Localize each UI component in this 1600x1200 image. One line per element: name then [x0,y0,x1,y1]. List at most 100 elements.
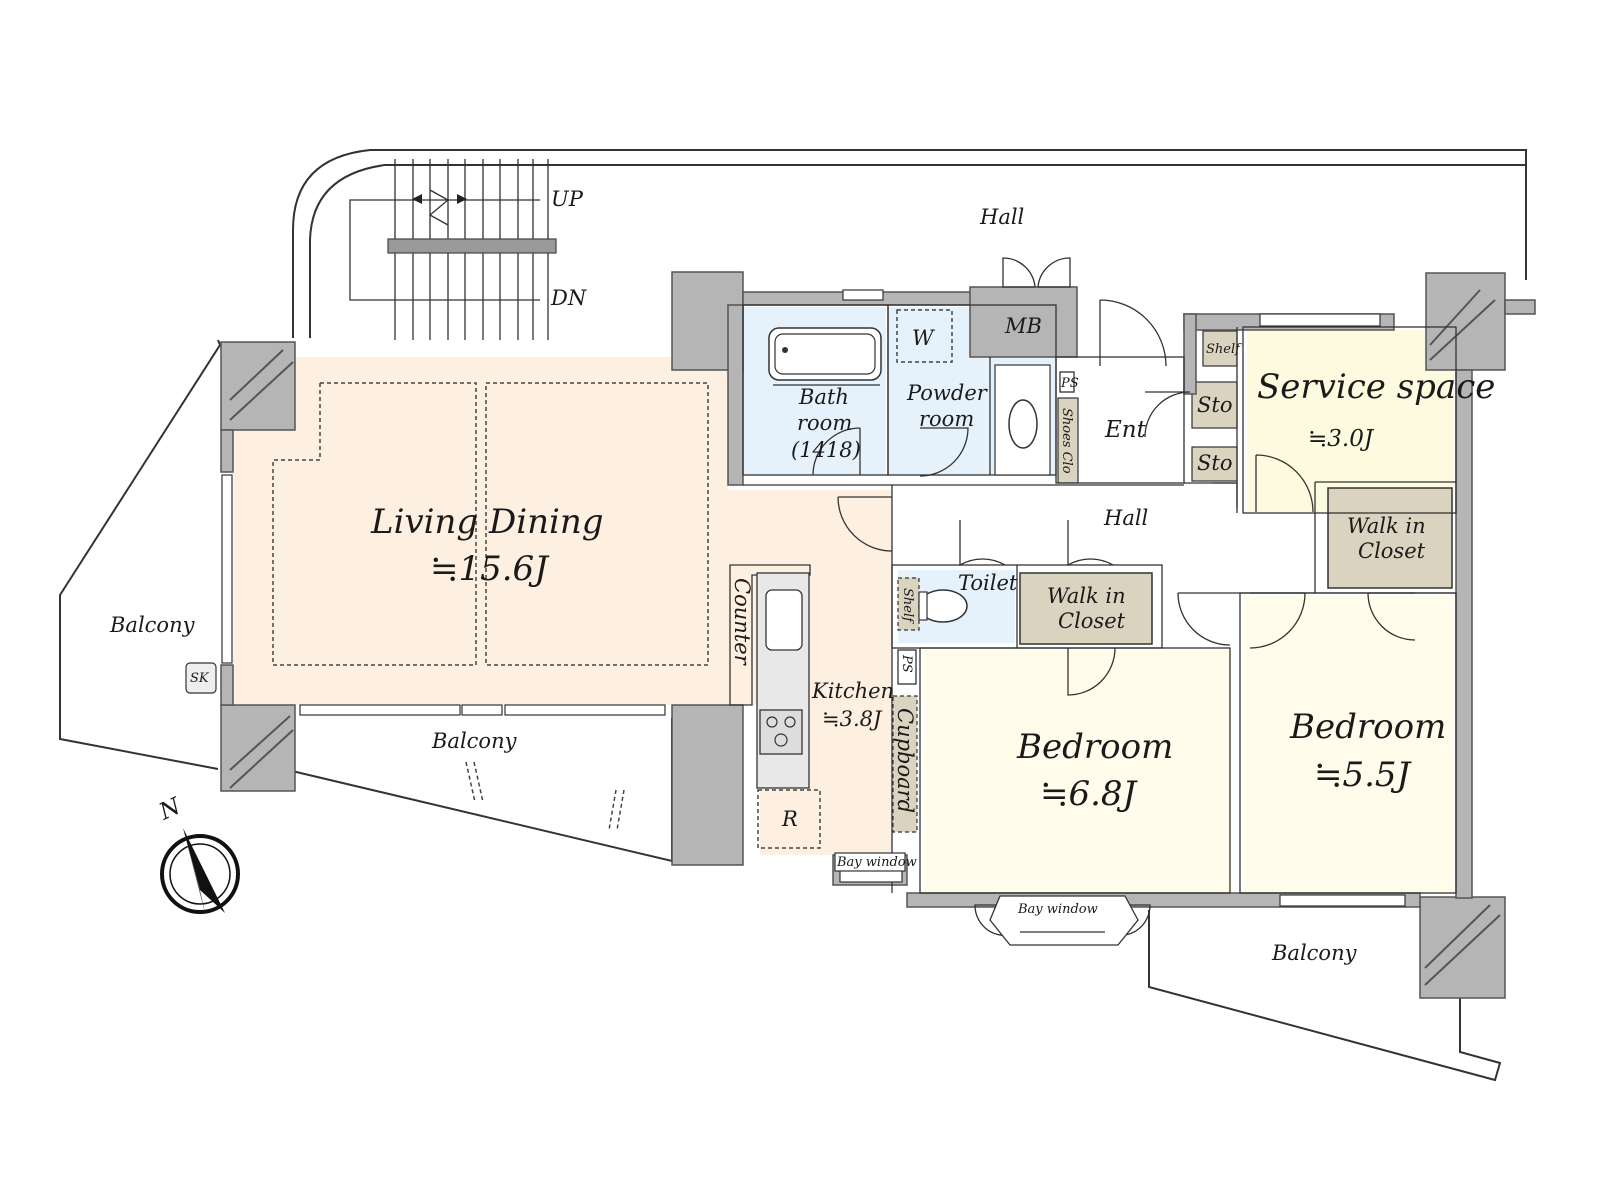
label-counter: Counter [730,578,754,667]
walk-in-closet-right[interactable] [1327,487,1453,589]
stair-arrow-down [457,194,467,204]
door-bed2-left [1249,592,1306,649]
kitchen-equipment [729,564,821,849]
balcony-drain-2 [608,789,617,831]
label-bath-2: room [797,411,852,435]
label-ps-mid: PS [899,654,914,673]
door-service [1255,454,1314,513]
label-ent: Ent [1104,417,1147,443]
toilet-shelf [897,577,920,631]
stair-break-mark [428,189,450,226]
living-furniture [272,382,709,666]
counter [729,564,811,706]
door-entrance [1099,299,1167,367]
wet-fixtures [768,309,1051,623]
doors[interactable] [812,257,1416,937]
wall-west-mid-1 [220,429,234,473]
label-powder-1: Powder [906,381,989,405]
wall-west-mid-2 [220,664,234,706]
label-toilet: Toilet [958,571,1018,595]
door-bed1-from-hall [1067,647,1116,696]
balcony-drain-2b [616,789,625,831]
label-powder-2: room [919,407,974,431]
label-wic-right-2: Closet [1358,539,1426,563]
label-sk: SK [190,671,210,686]
ps-box-mid [897,649,917,685]
door-bed1-closet [1177,592,1231,646]
east-balcony-outline [1148,910,1502,1082]
walk-in-closet-mid[interactable] [1019,572,1153,645]
labels: UP DN Hall MB W PS Bath room (1418) Powd… [109,187,1495,965]
label-hall-mid: Hall [1103,506,1148,530]
label-shoes: Shoes Clo [1059,408,1074,474]
label-wic-mid-1: Walk in [1047,584,1126,608]
fridge-space [757,789,821,849]
label-bath-1: Bath [798,385,849,409]
north-arrow-icon [183,828,225,913]
bed1-walls [919,647,1231,894]
label-living-area: ≒15.6J [430,549,550,589]
bedroom-2-floor[interactable] [1244,595,1454,893]
shelf-box [1202,330,1238,367]
ps-box-top [1059,371,1075,393]
label-wic-right-1: Walk in [1347,514,1426,538]
label-bedroom2-area: ≒5.5J [1314,755,1413,795]
wall-nw-pillar [220,341,296,431]
wall-right-east [1455,369,1473,899]
bedroom-1-floor[interactable] [924,650,1231,893]
storage-2[interactable] [1191,446,1238,482]
door-toilet [959,520,1006,567]
service-space-floor[interactable] [1247,330,1454,512]
label-up: UP [551,187,584,211]
label-sto-2: Sto [1197,451,1232,475]
label-dn: DN [550,286,587,310]
label-shelf-toilet: Shelf [900,588,915,624]
label-bath-3: (1418) [791,438,861,462]
wall-kitchen-pillar [671,704,744,866]
label-ps-top: PS [1060,376,1079,391]
staircase[interactable] [349,159,557,340]
wall-bath-strip [727,304,744,486]
bathtub [768,327,882,381]
cupboard[interactable] [892,695,918,833]
windows [185,289,1406,946]
door-hall-top-left [1002,257,1036,288]
rug-left [272,382,477,666]
label-mb: MB [1004,314,1042,338]
service-walls [1242,326,1457,514]
door-wic-mid [1067,520,1114,567]
label-living-name: Living Dining [370,502,604,542]
wall-mb-block [969,286,1078,358]
interior-walls [742,304,1457,894]
wall-ent-side [1183,313,1197,395]
label-bedroom1-name: Bedroom [1016,727,1173,767]
label-sto-1: Sto [1197,393,1232,417]
label-balcony-west: Balcony [109,613,196,637]
wall-ext-top-right [1504,299,1536,315]
label-cupboard: Cupboard [893,708,917,813]
storage-1[interactable] [1191,381,1238,429]
label-w: W [912,326,936,350]
door-hall-top-right [1037,257,1071,288]
door-sto [1144,391,1191,438]
kitchen-hob [759,709,803,755]
door-bed2-right [1367,592,1416,641]
label-bay-window-bed: Bay window [1017,902,1098,917]
stair-landing-bar [387,238,557,254]
balcony-drain-1 [465,761,476,803]
door-living [837,496,893,552]
bay-window-bedroom [989,895,1139,946]
door-sto2 [1212,482,1238,508]
door-bath [812,427,861,476]
kitchen-sink [765,589,803,651]
label-service-name: Service space [1257,367,1495,407]
sk-sink [185,662,217,694]
label-bedroom1-area: ≒6.8J [1040,774,1139,814]
label-bedroom2-name: Bedroom [1289,707,1446,747]
label-north: N [155,793,186,826]
label-kitchen-name: Kitchen [811,679,894,703]
label-shelf: Shelf [1206,342,1242,357]
stair-arrow-up [412,194,422,204]
structural-walls [220,271,1536,999]
